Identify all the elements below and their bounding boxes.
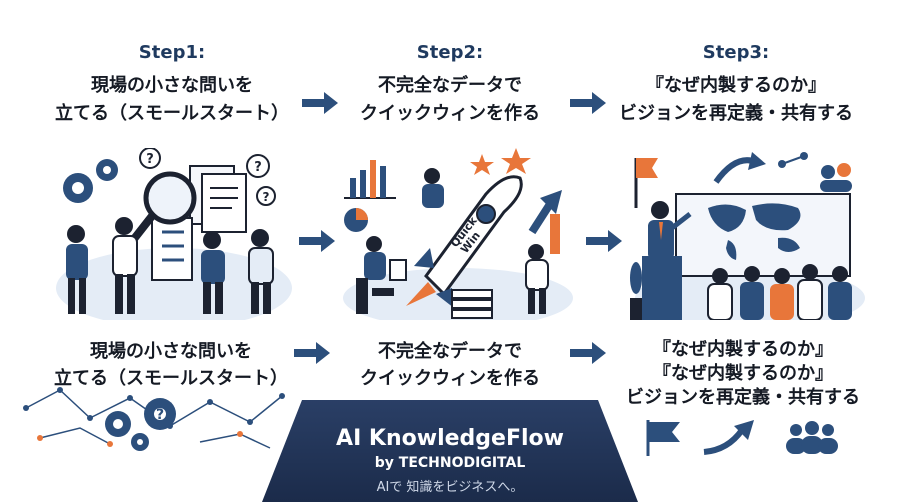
- svg-text:?: ?: [263, 190, 270, 204]
- bottom-step3-line2: 『なぜ内製するのか』: [653, 363, 833, 384]
- arrow-right-icon: [300, 90, 340, 116]
- trend-arrow-icon: [528, 190, 562, 254]
- world-map-icon: [708, 203, 801, 260]
- trend-arrow-icon: [702, 420, 758, 456]
- step1-illustration: ? ? ?: [52, 148, 297, 320]
- bottom-step1-line2: 立てる（スモールスタート）: [54, 368, 288, 389]
- bottom-step1-title: 現場の小さな問いを 立てる（スモールスタート）: [36, 338, 306, 392]
- star-icon: [470, 148, 531, 175]
- gear-icon: [63, 159, 118, 203]
- step1-label: Step1:: [138, 42, 206, 63]
- bar-chart-icon: [344, 160, 396, 199]
- arrow-right-icon: [292, 340, 332, 366]
- people-icon: [356, 168, 549, 314]
- people-icon: [782, 420, 842, 456]
- step1-title-line1: 現場の小さな問いを: [91, 75, 253, 96]
- bottom-step1-line1: 現場の小さな問いを: [90, 341, 252, 362]
- network-gears-decoration: ?: [20, 378, 290, 458]
- flag-icon: [642, 418, 686, 458]
- bottom-step3-line1: 『なぜ内製するのか』: [653, 339, 833, 360]
- bottom-step2-title: 不完全なデータで クイックウィンを作る: [315, 338, 585, 392]
- brand-name: AI KnowledgeFlow: [336, 426, 564, 451]
- arrow-right-icon: [584, 228, 624, 254]
- flag-icon: [634, 158, 658, 208]
- step2-title: 不完全なデータで クイックウィンを作る: [320, 72, 580, 128]
- svg-text:?: ?: [146, 152, 154, 167]
- arrow-right-icon: [568, 90, 608, 116]
- step3-illustration: [628, 148, 873, 320]
- step3-label: Step3:: [702, 42, 770, 63]
- people-icon: [66, 217, 274, 314]
- step2-title-line1: 不完全なデータで: [378, 75, 522, 96]
- svg-text:?: ?: [156, 407, 164, 423]
- arrow-right-icon: [297, 228, 337, 254]
- brand-tagline: AIで 知識をビジネスへ。: [376, 480, 524, 495]
- step3-title-line2: ビジョンを再定義・共有する: [619, 103, 853, 124]
- step3-title-line1: 『なぜ内製するのか』: [646, 75, 826, 96]
- gear-icon: [105, 398, 176, 451]
- brand-banner: AI KnowledgeFlow by TECHNODIGITAL AIで 知識…: [262, 400, 638, 502]
- magnifier-icon: [126, 171, 197, 248]
- bottom-step3-line3: ビジョンを再定義・共有する: [626, 387, 860, 408]
- step3-title: 『なぜ内製するのか』 ビジョンを再定義・共有する: [606, 72, 866, 128]
- step1-title-line2: 立てる（スモールスタート）: [55, 103, 289, 124]
- rocket-icon: Quick Win: [406, 175, 523, 308]
- question-icon: ? ? ?: [139, 148, 276, 206]
- bottom-step3-title: 『なぜ内製するのか』 『なぜ内製するのか』 ビジョンを再定義・共有する: [608, 338, 878, 410]
- arrow-right-icon: [568, 340, 608, 366]
- bottom-step2-line1: 不完全なデータで: [378, 341, 522, 362]
- people-icon: [820, 163, 852, 192]
- brand-byline: by TECHNODIGITAL: [374, 455, 526, 471]
- step2-label: Step2:: [416, 42, 484, 63]
- step1-title: 現場の小さな問いを 立てる（スモールスタート）: [42, 72, 302, 128]
- bottom-step2-line2: クイックウィンを作る: [360, 368, 540, 389]
- step2-illustration: Quick Win: [336, 148, 581, 320]
- question-icon: ?: [156, 407, 164, 423]
- step2-title-line2: クイックウィンを作る: [360, 103, 540, 124]
- people-icon: [707, 264, 852, 320]
- svg-text:?: ?: [254, 160, 262, 175]
